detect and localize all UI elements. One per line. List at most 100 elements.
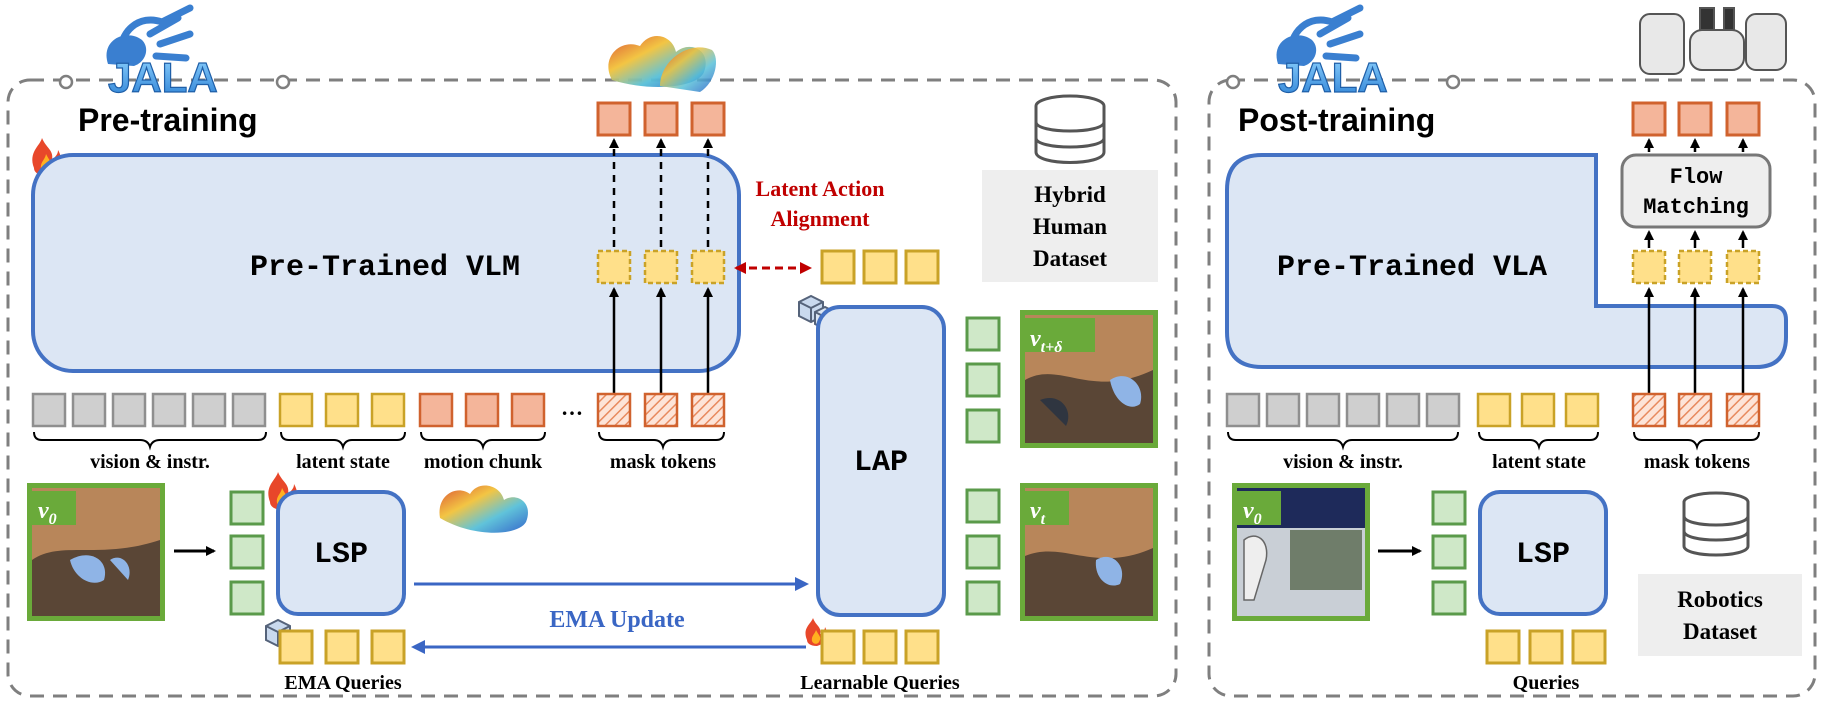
- pretraining-dashed-frame: [6, 78, 1178, 698]
- group-braces: [33, 431, 725, 451]
- latent-token: [643, 249, 679, 285]
- green-token: [965, 488, 1001, 524]
- frame-vtd-label: vt+δ: [1030, 326, 1062, 356]
- frame-ring-left: [1225, 74, 1241, 90]
- latent-token: [1520, 392, 1556, 428]
- output-tokens: [596, 101, 726, 137]
- decode-arrows: [609, 138, 713, 247]
- vlm-latent-tokens: [596, 249, 726, 285]
- latent-token: [862, 249, 898, 285]
- post-output-tokens: [1631, 101, 1761, 137]
- lap-green-tokens: [965, 316, 1001, 616]
- green-token: [229, 534, 265, 570]
- latent-token: [1476, 392, 1512, 428]
- green-token: [965, 316, 1001, 352]
- mask-token: [596, 392, 632, 428]
- query-token: [862, 629, 898, 665]
- frame-vtd: vt+δ: [1020, 310, 1158, 448]
- group-label-latent: latent state: [296, 451, 390, 473]
- hybrid-dataset-line1: Hybrid: [1034, 182, 1106, 207]
- frame-vt: vt: [1020, 483, 1158, 621]
- hand-mesh-icon: [439, 485, 528, 533]
- latent-token: [1631, 249, 1667, 285]
- green-token: [965, 534, 1001, 570]
- mask-token: [1725, 392, 1761, 428]
- frame-ring-right: [1445, 74, 1461, 90]
- group-label-motion: motion chunk: [424, 451, 543, 473]
- frame-ring-left: [58, 74, 74, 90]
- green-token: [229, 580, 265, 616]
- flow-matching-box: [1620, 153, 1772, 229]
- latent-token: [690, 249, 726, 285]
- query-token: [370, 629, 406, 665]
- mask-tokens: [596, 392, 726, 428]
- ema-queries-label: EMA Queries: [284, 672, 401, 694]
- lsp-block: [276, 490, 406, 616]
- robotics-dataset-box: [1638, 574, 1802, 656]
- lsp-green-tokens: [229, 490, 265, 616]
- latent-token: [596, 249, 632, 285]
- vision-token: [1385, 392, 1421, 428]
- output-token: [1725, 101, 1761, 137]
- logo-text: JALA: [108, 54, 218, 101]
- mask-token: [643, 392, 679, 428]
- motion-token: [510, 392, 546, 428]
- vision-tokens: [31, 392, 267, 428]
- output-token: [643, 101, 679, 137]
- post-lsp-green-tokens: [1431, 490, 1467, 616]
- hand-mesh-icon: [608, 35, 716, 92]
- vla-label: Pre-Trained VLA: [1277, 251, 1547, 285]
- query-token: [1485, 629, 1521, 665]
- vision-token: [1225, 392, 1261, 428]
- green-token: [229, 490, 265, 526]
- database-icon: [1034, 94, 1106, 164]
- alignment-label-line2: Alignment: [771, 206, 871, 231]
- hybrid-dataset-box: [982, 170, 1158, 282]
- logo-text: JALA: [1278, 54, 1388, 101]
- post-lsp-label: LSP: [1516, 538, 1570, 572]
- token-ellipsis: …: [561, 395, 583, 420]
- lap-output-tokens: [820, 249, 940, 285]
- query-token: [1528, 629, 1564, 665]
- post-frame-v0: v0: [1232, 483, 1370, 621]
- green-token: [965, 408, 1001, 444]
- post-encode-arrows: [1644, 287, 1748, 394]
- flow-line2: Matching: [1643, 195, 1749, 220]
- latent-token: [1564, 392, 1600, 428]
- post-frame-v0-label: v0: [1243, 498, 1262, 528]
- latent-token: [820, 249, 856, 285]
- posttraining-panel: JALA Post-training Pre-Trained VLA Flow …: [1207, 4, 1817, 698]
- post-lsp-block: [1478, 490, 1608, 616]
- posttraining-title: Post-training: [1238, 102, 1435, 138]
- vision-token: [151, 392, 187, 428]
- mask-token: [690, 392, 726, 428]
- flow-input-arrows: [1644, 230, 1748, 248]
- vla-block: [1225, 153, 1788, 369]
- vision-token: [191, 392, 227, 428]
- vision-token: [1425, 392, 1461, 428]
- robotics-dataset-line1: Robotics: [1677, 587, 1763, 612]
- latent-token: [278, 392, 314, 428]
- query-token: [324, 629, 360, 665]
- ema-update-label: EMA Update: [549, 607, 685, 633]
- green-token: [965, 580, 1001, 616]
- green-token: [1431, 490, 1467, 526]
- robot-hand-icon: [1276, 4, 1364, 66]
- learnable-query-tokens: [820, 629, 940, 665]
- post-queries-label: Queries: [1513, 672, 1580, 694]
- latent-token: [904, 249, 940, 285]
- output-token: [596, 101, 632, 137]
- query-token: [820, 629, 856, 665]
- robot-arm-icon: [1639, 7, 1787, 75]
- post-vision-tokens: [1225, 392, 1461, 428]
- database-icon: [1682, 491, 1750, 557]
- learnable-queries-label: Learnable Queries: [800, 672, 960, 694]
- lap-block: [816, 305, 946, 617]
- query-token: [278, 629, 314, 665]
- posttraining-dashed-frame: [1207, 78, 1817, 698]
- post-query-tokens: [1485, 629, 1607, 665]
- motion-chunk-tokens: [418, 392, 546, 428]
- post-mask-tokens: [1631, 392, 1761, 428]
